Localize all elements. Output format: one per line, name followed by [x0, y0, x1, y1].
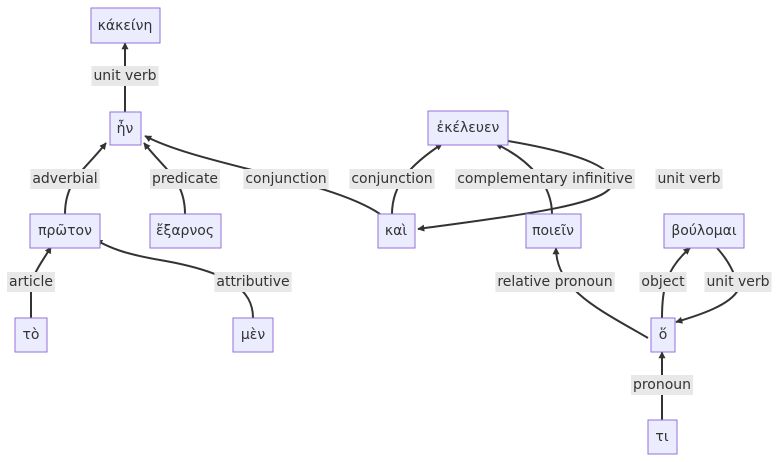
node-ho: ὅ	[650, 317, 676, 353]
svg-text:predicate: predicate	[152, 171, 218, 187]
node-kai: καὶ	[377, 213, 416, 249]
svg-text:adverbial: adverbial	[32, 171, 97, 187]
edge-label-unit-verb-2: unit verb	[655, 169, 723, 189]
svg-text:ἔξαρνος: ἔξαρνος	[156, 223, 214, 239]
node-ekeleuen: ἐκέλευεν	[427, 110, 509, 146]
svg-text:complementary infinitive: complementary infinitive	[457, 171, 633, 187]
svg-text:object: object	[641, 274, 685, 290]
svg-text:attributive: attributive	[216, 274, 289, 290]
edge-label-predicate: predicate	[149, 169, 221, 189]
node-to: τὸ	[14, 317, 48, 353]
svg-text:article: article	[9, 274, 53, 290]
node-boulomai: βούλομαι	[663, 213, 745, 249]
edge-men-proton	[95, 239, 254, 319]
svg-text:ὅ: ὅ	[659, 327, 668, 343]
edge-label-complementary-infinitive: complementary infinitive	[455, 169, 635, 189]
svg-text:βούλομαι: βούλομαι	[671, 223, 737, 239]
node-en: ἦν	[109, 111, 142, 146]
svg-text:τι: τι	[655, 429, 668, 445]
svg-text:conjunction: conjunction	[245, 171, 326, 187]
svg-text:πρῶτον: πρῶτον	[38, 223, 92, 239]
edge-label-object: object	[639, 272, 687, 292]
svg-text:ἐκέλευεν: ἐκέλευεν	[437, 120, 500, 136]
node-men: μὲν	[232, 317, 274, 353]
svg-text:unit verb: unit verb	[706, 274, 769, 290]
node-ti: τι	[647, 419, 678, 455]
edge-label-conjunction-1: conjunction	[243, 169, 329, 189]
svg-text:pronoun: pronoun	[633, 377, 691, 393]
svg-text:καὶ: καὶ	[385, 223, 407, 239]
node-kakeine: κάκείνη	[90, 7, 161, 44]
svg-text:unit verb: unit verb	[93, 68, 156, 84]
edge-label-article: article	[7, 272, 55, 292]
svg-text:κάκείνη: κάκείνη	[98, 18, 153, 34]
node-exarnos: ἔξαρνος	[149, 213, 222, 249]
edge-ho-poiein	[552, 247, 649, 339]
node-proton: πρῶτον	[29, 213, 101, 249]
svg-text:τὸ: τὸ	[23, 327, 40, 343]
svg-text:μὲν: μὲν	[241, 327, 265, 343]
edge-label-conjunction-2: conjunction	[349, 169, 435, 189]
node-poiein: ποιεῖν	[525, 213, 582, 249]
edge-label-adverbial: adverbial	[30, 169, 100, 189]
edge-label-attributive: attributive	[214, 272, 292, 292]
edge-label-relative-pronoun: relative pronoun	[495, 272, 615, 292]
svg-text:unit verb: unit verb	[657, 171, 720, 187]
edge-label-unit-verb-3: unit verb	[704, 272, 772, 292]
svg-text:relative pronoun: relative pronoun	[497, 274, 612, 290]
svg-text:ἦν: ἦν	[117, 120, 134, 137]
svg-text:ποιεῖν: ποιεῖν	[532, 223, 574, 239]
edge-label-pronoun: pronoun	[630, 375, 694, 395]
edge-label-unit-verb-1: unit verb	[91, 66, 159, 86]
svg-text:conjunction: conjunction	[351, 171, 432, 187]
